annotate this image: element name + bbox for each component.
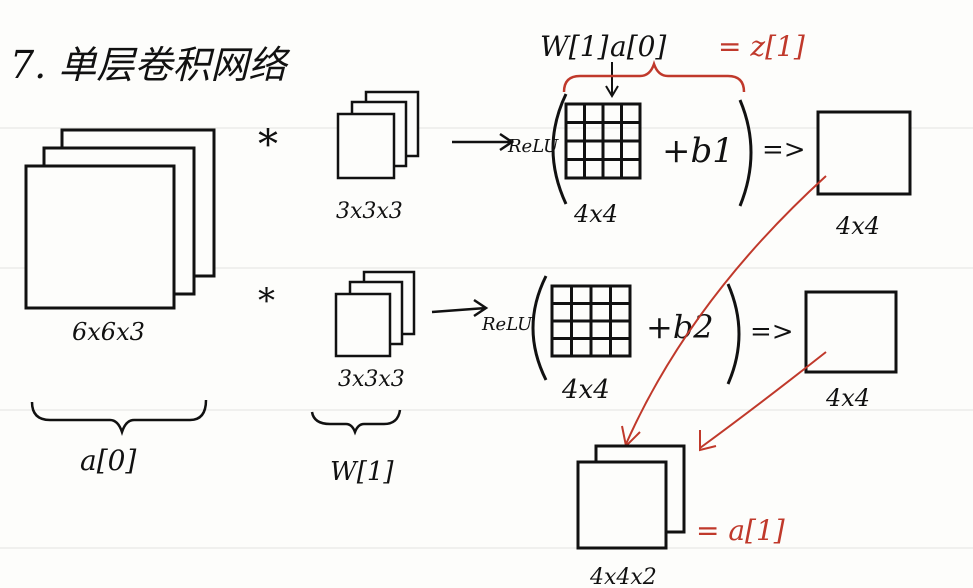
paren-open-top	[551, 93, 568, 205]
grid-4x4-bottom	[550, 284, 632, 358]
red-arrow-bottom-to-stack	[699, 351, 827, 452]
paren-open-bottom	[531, 275, 548, 381]
bias-label-top: +b1	[662, 131, 734, 171]
output-square-bottom	[804, 290, 898, 374]
input-volume	[24, 128, 216, 310]
relu-label-top: ReLU	[507, 136, 559, 157]
implies-top: =>	[762, 135, 806, 165]
paren-close-top	[738, 99, 753, 207]
stacked-output-volume	[576, 444, 686, 550]
filter-volume-bottom	[334, 270, 416, 358]
grid-size-label-top: 4x4	[573, 200, 618, 228]
z-annotation: = z[1]	[718, 30, 805, 63]
output-square-top	[816, 110, 912, 196]
filter-brace	[310, 409, 402, 436]
output-size-label-top: 4x4	[835, 212, 880, 240]
grid-4x4-top	[564, 102, 642, 180]
arrow-to-relu-bottom	[431, 298, 489, 318]
convolution-symbol-top: *	[258, 122, 278, 168]
input-brace	[30, 399, 208, 436]
filter-brace-label: W[1]	[330, 457, 394, 487]
grid-size-label-bottom: 4x4	[561, 375, 610, 405]
filter-size-label-bottom: 3x3x3	[338, 367, 405, 392]
a1-annotation: = a[1]	[696, 514, 785, 547]
weight-annotation: W[1]	[540, 30, 609, 63]
z-brace	[562, 60, 746, 93]
input-size-label: 6x6x3	[72, 318, 145, 346]
activation-pointer-arrow	[605, 62, 619, 98]
bias-label-bottom: +b2	[646, 308, 714, 346]
input-brace-label: a[0]	[80, 444, 136, 477]
filter-size-label-top: 3x3x3	[336, 199, 403, 224]
activation-annotation: a[0]	[610, 30, 666, 63]
relu-label-bottom: ReLU	[481, 314, 533, 335]
stack-size-label: 4x4x2	[589, 565, 657, 588]
arrow-to-relu-top	[452, 132, 515, 152]
paren-close-bottom	[726, 283, 741, 385]
convolution-symbol-bottom: *	[258, 281, 275, 321]
implies-bottom: =>	[750, 317, 794, 347]
page-title: 7. 单层卷积网络	[10, 43, 290, 87]
filter-volume-top	[336, 90, 420, 180]
output-size-label-bottom: 4x4	[825, 384, 870, 412]
